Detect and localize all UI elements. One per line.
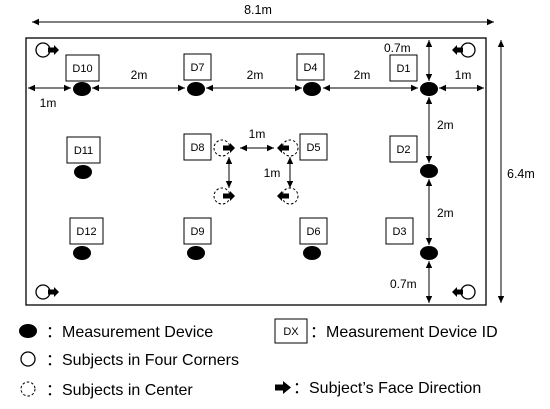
face-direction-icon	[452, 45, 463, 55]
right-offset-label: 1m	[455, 68, 472, 82]
center-subject-bottom-right	[277, 187, 299, 205]
left-offset-label: 1m	[40, 96, 57, 110]
device-d9: D9	[183, 217, 212, 260]
center-subject-bottom-left	[213, 187, 235, 205]
spacing-label: 2m	[131, 68, 148, 82]
measurement-device-dot	[420, 246, 438, 260]
spacing-label: 2m	[354, 68, 371, 82]
legend-id-box-text: DX	[283, 326, 299, 338]
bottom-offset-label: 0.7m	[390, 277, 417, 291]
measurement-device-dot	[187, 82, 205, 96]
device-id-label: D5	[306, 142, 320, 154]
device-d10: D10	[65, 54, 100, 96]
device-id-label: D10	[72, 63, 92, 75]
measurement-device-dot	[73, 246, 91, 260]
corner-subject-top-right	[452, 42, 476, 58]
device-id-label: D4	[303, 62, 317, 74]
legend-face-direction-icon	[275, 381, 291, 394]
legend-id-box	[274, 318, 308, 344]
legend-corners-label: ：Subjects in Four Corners	[46, 352, 239, 369]
device-d8: D8	[183, 133, 212, 161]
measurement-device-dot	[187, 246, 205, 260]
device-d5: D5	[299, 133, 328, 161]
device-d12: D12	[69, 217, 104, 260]
corner-subject-bottom-left	[35, 284, 59, 300]
spacing-label: 2m	[437, 118, 454, 132]
legend-corner-circle	[20, 351, 36, 367]
spacing-label: 2m	[247, 68, 264, 82]
measurement-device-dot	[73, 82, 91, 96]
device-d4: D4	[296, 53, 325, 96]
face-direction-icon	[48, 45, 59, 55]
measurement-device-dot	[303, 246, 321, 260]
device-id-label: D9	[190, 226, 204, 238]
center-subject-top-right	[277, 139, 299, 157]
legend-device-label: ：Measurement Device	[46, 324, 213, 341]
face-direction-icon	[452, 287, 463, 297]
center-subjects: 1m 1m	[213, 127, 299, 205]
face-direction-icon	[277, 191, 289, 201]
face-direction-icon	[48, 287, 59, 297]
device-d6: D6	[299, 217, 328, 260]
device-d11: D11	[66, 136, 101, 179]
top-offset-label: 0.7m	[384, 41, 411, 55]
face-direction-icon	[277, 143, 289, 153]
center-subject-top-left	[213, 139, 235, 157]
device-id-label: D6	[306, 226, 320, 238]
device-id-label: D3	[392, 226, 406, 238]
room-border	[25, 37, 487, 306]
face-direction-icon	[223, 143, 235, 153]
measurement-device-dot	[74, 165, 92, 179]
legend-id-label: ：Measurement Device ID	[310, 324, 498, 341]
room-width-label: 8.1m	[244, 3, 272, 17]
legend-face-direction-label: ：Subject’s Face Direction	[293, 380, 481, 397]
room-height-label: 6.4m	[507, 167, 535, 181]
device-d1: D1	[389, 54, 438, 96]
legend-center-label: ：Subjects in Center	[46, 382, 193, 399]
center-horizontal-label: 1m	[249, 127, 266, 141]
center-vertical-label: 1m	[264, 166, 281, 180]
device-id-label: D12	[76, 226, 96, 238]
device-id-label: D11	[74, 145, 93, 157]
spacing-label: 2m	[437, 206, 454, 220]
corner-subject-bottom-right	[452, 284, 476, 300]
device-d2: D2	[389, 135, 438, 178]
face-direction-icon	[223, 191, 235, 201]
legend: ：Measurement Device DX ：Measurement Devi…	[19, 318, 498, 399]
device-id-label: D1	[396, 63, 410, 75]
device-id-label: D2	[396, 144, 410, 156]
device-d7: D7	[183, 53, 212, 96]
device-id-label: D7	[190, 62, 204, 74]
measurement-device-dot	[420, 82, 438, 96]
legend-center-circle	[20, 381, 36, 397]
corner-subject-top-left	[35, 42, 59, 58]
device-id-label: D8	[190, 142, 204, 154]
device-d3: D3	[385, 217, 438, 260]
measurement-device-dot	[303, 82, 321, 96]
legend-device-dot	[19, 324, 37, 338]
measurement-device-dot	[420, 164, 438, 178]
